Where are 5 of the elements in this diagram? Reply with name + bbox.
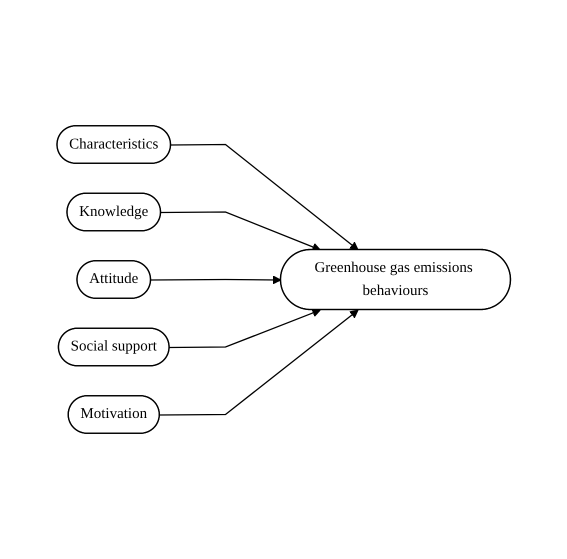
- arrow: [160, 310, 358, 416]
- arrow: [150, 276, 282, 284]
- arrow: [160, 211, 321, 252]
- arrow: [170, 144, 358, 250]
- arrow: [169, 308, 321, 348]
